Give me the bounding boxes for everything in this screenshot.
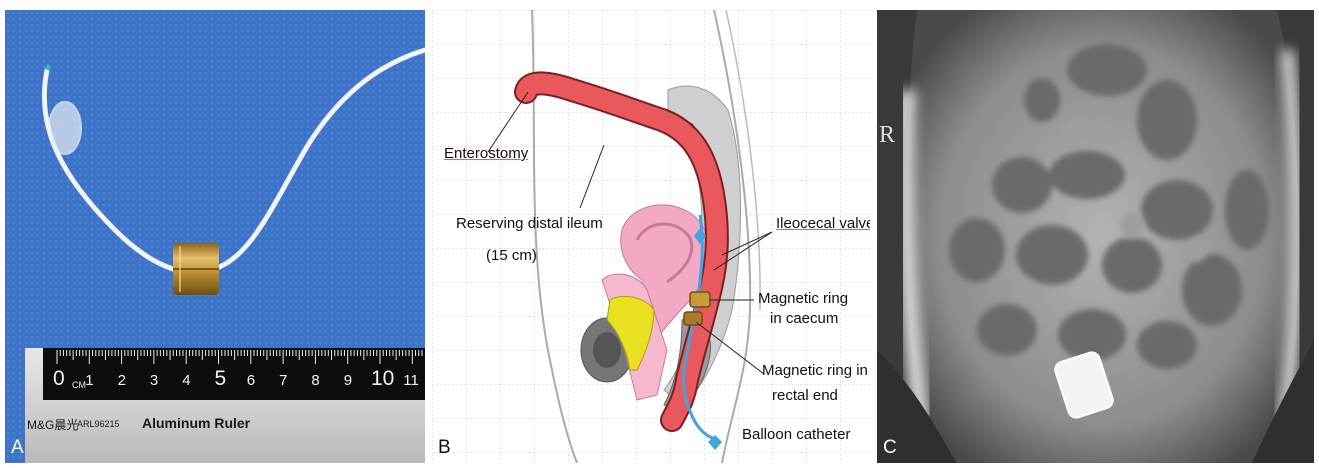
ruler-zero: 0 xyxy=(53,367,65,391)
ruler-number-10: 10 xyxy=(371,367,394,391)
label-ring-rectal-line2: rectal end xyxy=(772,387,838,404)
abdominal-radiograph xyxy=(877,10,1314,463)
magnetic-ring-rectal xyxy=(684,312,702,325)
ruler-name: Aluminum Ruler xyxy=(142,415,250,431)
balloon xyxy=(49,102,81,154)
label-ileocecal-valve: Ileocecal valve xyxy=(776,215,870,232)
label-enterostomy: Enterostomy xyxy=(444,145,528,162)
magnetic-ring-caecum xyxy=(690,292,710,307)
panel-letter-a: A xyxy=(11,437,24,459)
ruler-brand: M&G晨光 xyxy=(27,416,78,433)
ruler-number-4: 4 xyxy=(182,372,190,389)
ruler-number-6: 6 xyxy=(247,372,255,389)
label-reserving-line1: Reserving distal ileum xyxy=(456,215,603,232)
panel-letter-b: B xyxy=(438,437,451,459)
panel-letter-c: C xyxy=(883,437,897,459)
label-reserving-line2: (15 cm) xyxy=(486,247,537,264)
label-balloon-catheter: Balloon catheter xyxy=(742,426,850,443)
ruler-number-7: 7 xyxy=(279,372,287,389)
label-ring-rectal-line1: Magnetic ring in xyxy=(762,362,868,379)
ruler-number-11: 11 xyxy=(403,372,419,389)
ruler-unit: CM xyxy=(72,380,86,390)
magnetic-ring xyxy=(173,243,219,295)
ruler-number-3: 3 xyxy=(150,372,158,389)
label-ring-caecum-line2: in caecum xyxy=(770,310,838,327)
side-marker-r: R xyxy=(879,122,895,149)
ruler-number-5: 5 xyxy=(215,367,227,391)
panel-a-photo: 0 CM 1 2 3 4 5 6 7 8 9 10 11 M&G晨光 ARL96215 Alumin… xyxy=(5,10,425,463)
panel-b-diagram: Enterostomy Reserving distal ileum (15 c… xyxy=(432,10,870,463)
label-ring-caecum-line1: Magnetic ring xyxy=(758,290,848,307)
ruler-number-2: 2 xyxy=(118,372,126,389)
ruler-number-9: 9 xyxy=(344,372,352,389)
aluminum-ruler xyxy=(25,348,425,463)
panel-c-xray: R C xyxy=(877,10,1314,463)
ruler-number-8: 8 xyxy=(311,372,319,389)
ruler-code: ARL96215 xyxy=(77,419,120,429)
ruler-number-1: 1 xyxy=(85,372,93,389)
catheter-photo xyxy=(5,10,425,463)
